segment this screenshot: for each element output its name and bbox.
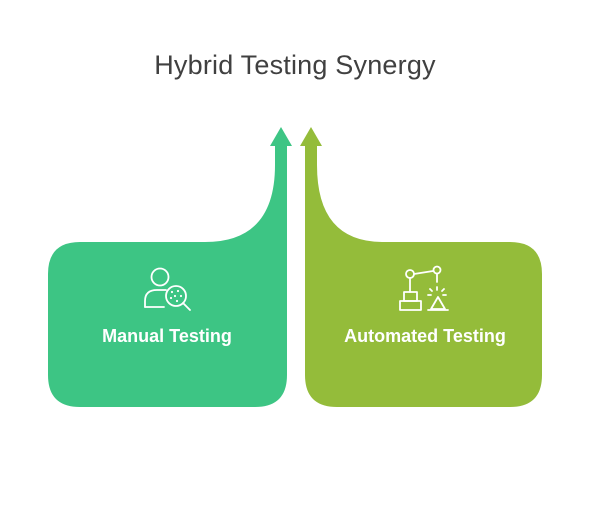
automated-testing-card (300, 127, 542, 407)
diagram-title: Hybrid Testing Synergy (154, 50, 436, 80)
automated-testing-shape (300, 127, 542, 407)
automated-testing-label: Automated Testing (344, 326, 506, 346)
manual-testing-shape (48, 127, 292, 407)
manual-testing-card (48, 127, 292, 407)
person-magnifier-icon (144, 267, 191, 311)
robot-arm-icon (399, 265, 449, 311)
manual-testing-label: Manual Testing (102, 326, 232, 346)
